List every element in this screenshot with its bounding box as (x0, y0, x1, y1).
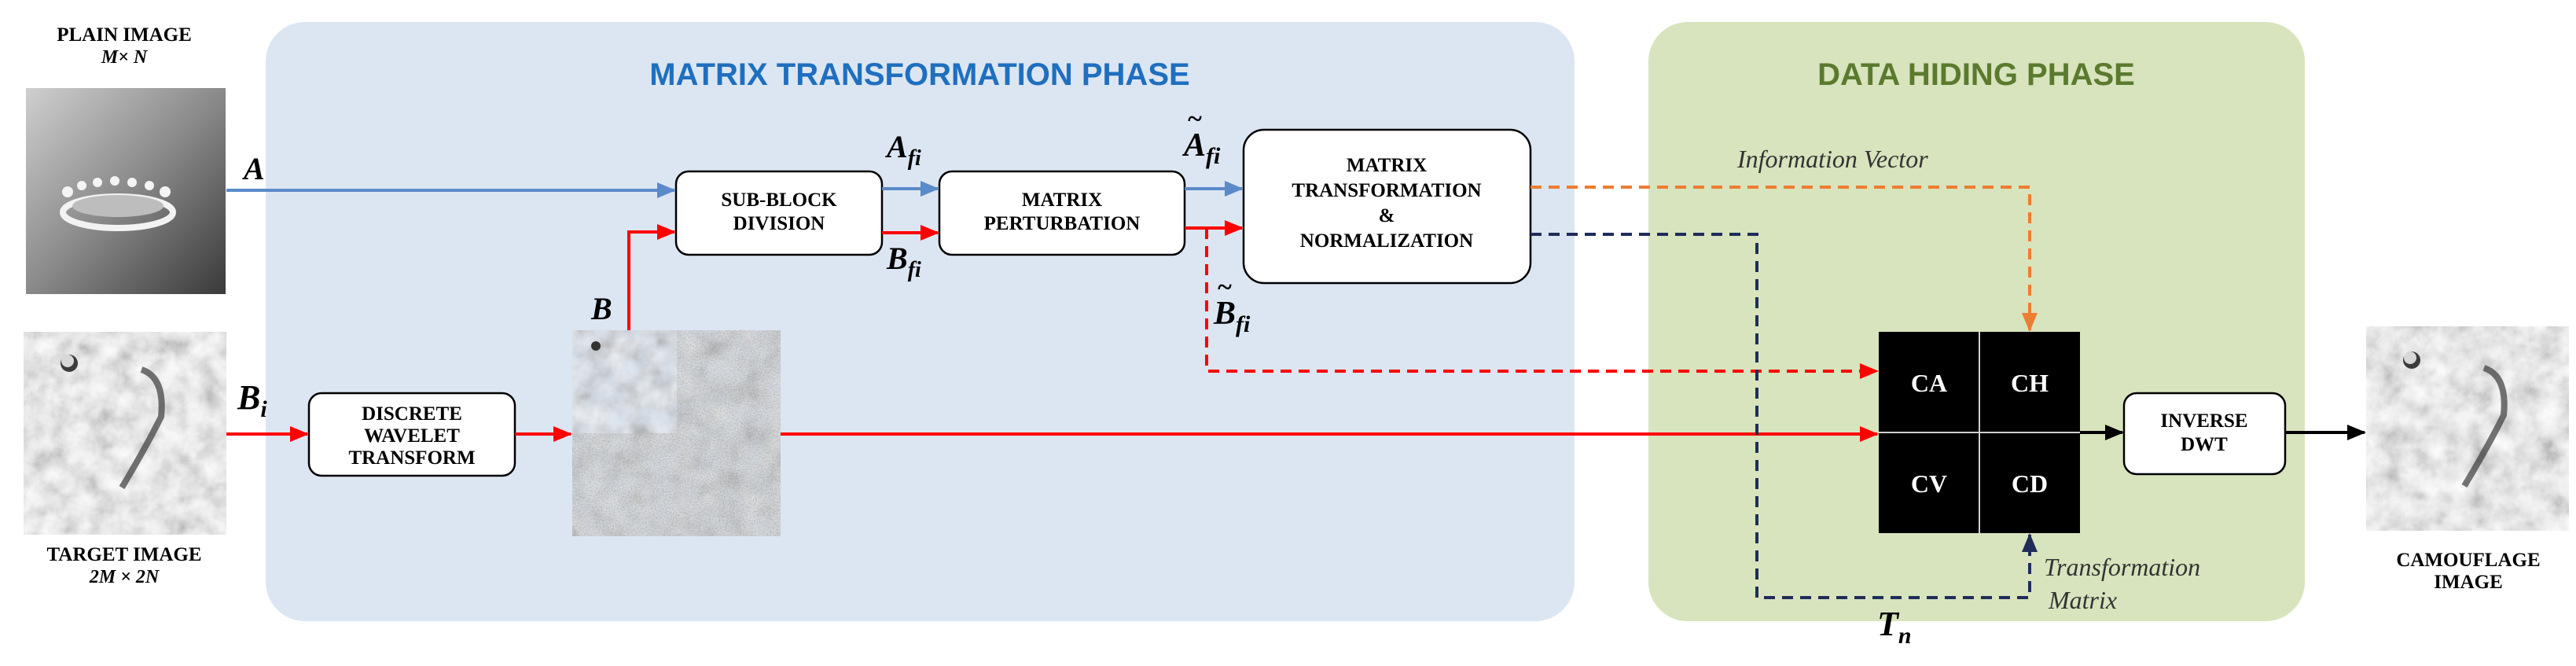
camouflage-label-line2: IMAGE (2434, 572, 2503, 593)
svg-text:TRANSFORM: TRANSFORM (348, 447, 475, 469)
matrix-phase-title: MATRIX TRANSFORMATION PHASE (649, 57, 1189, 92)
label-bi: Bi (237, 378, 267, 422)
dwt-subbands-image (572, 330, 781, 536)
target-image-dims: 2M × 2N (89, 567, 160, 587)
label-b: B (590, 291, 612, 326)
camouflage-image (2366, 326, 2569, 531)
svg-text:SUB-BLOCK: SUB-BLOCK (721, 189, 837, 211)
plain-image-label: PLAIN IMAGE (57, 24, 192, 46)
label-a: A (241, 151, 265, 186)
matrix-perturbation-block: MATRIX PERTURBATION (938, 170, 1186, 256)
svg-text:WAVELET: WAVELET (364, 425, 460, 447)
label-afi: Afi (884, 129, 921, 171)
arrow-b (627, 224, 676, 330)
plain-image (26, 88, 226, 294)
svg-text:MATRIX: MATRIX (1347, 155, 1427, 176)
arrow-information-vector (1531, 186, 2038, 332)
svg-text:Bfi: Bfi (1213, 296, 1251, 337)
svg-text:TRANSFORMATION: TRANSFORMATION (1292, 180, 1481, 201)
subband-cd: CD (2012, 469, 2048, 498)
svg-text:DISCRETE: DISCRETE (362, 403, 462, 425)
subband-cv: CV (1911, 469, 1947, 498)
svg-text:PERTURBATION: PERTURBATION (984, 213, 1141, 234)
subband-ch: CH (2011, 369, 2049, 397)
inverse-dwt-block: INVERSE DWT (2122, 392, 2287, 476)
svg-text:DIVISION: DIVISION (733, 213, 825, 234)
transformation-matrix-label-1: Transformation (2044, 553, 2200, 581)
label-bfi-tilde: ~ Bfi (1213, 273, 1251, 337)
svg-text:MATRIX: MATRIX (1022, 189, 1102, 211)
dwt-block: DISCRETE WAVELET TRANSFORM (307, 392, 516, 477)
subband-ca: CA (1911, 369, 1947, 397)
label-bfi: Bfi (886, 241, 921, 282)
target-image (24, 332, 226, 535)
arrow-transformation-matrix (1531, 233, 2038, 599)
hiding-phase-title: DATA HIDING PHASE (1817, 57, 2135, 92)
svg-text:INVERSE: INVERSE (2160, 410, 2247, 432)
subband-grid: CA CH CV CD (1879, 332, 2080, 533)
svg-text:&: & (1379, 205, 1395, 226)
svg-text:Afi: Afi (1181, 127, 1221, 169)
plain-image-dims: M× N (101, 47, 149, 68)
transformation-matrix-label-2: Matrix (2048, 586, 2117, 614)
svg-text:~: ~ (1217, 273, 1232, 302)
matrix-phase-panel (266, 22, 1575, 621)
svg-text:DWT: DWT (2181, 434, 2228, 455)
target-image-label: TARGET IMAGE (46, 544, 201, 565)
svg-text:NORMALIZATION: NORMALIZATION (1300, 230, 1473, 252)
information-vector-label: Information Vector (1736, 145, 1928, 173)
camouflage-label-line1: CAMOUFLAGE (2396, 550, 2540, 571)
subblock-division-block: SUB-BLOCK DIVISION (674, 170, 884, 256)
label-afi-tilde: ~ Afi (1181, 105, 1221, 169)
transformation-normalization-block: MATRIX TRANSFORMATION & NORMALIZATION (1242, 128, 1532, 285)
label-tn: Tn (1877, 605, 1912, 649)
svg-text:~: ~ (1187, 105, 1202, 134)
